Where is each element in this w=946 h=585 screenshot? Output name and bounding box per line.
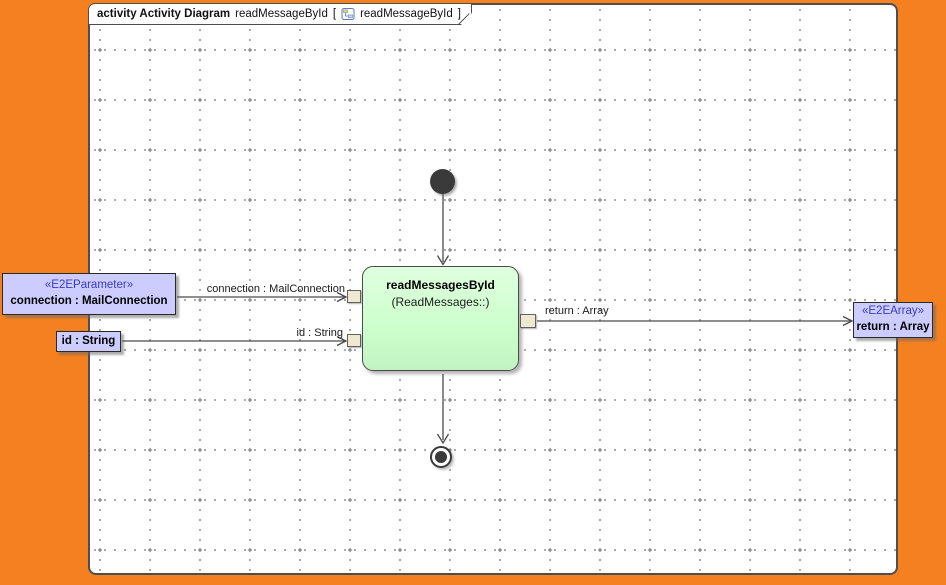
diagram-frame-header[interactable]: activity Activity Diagram readMessageByI… [88,3,472,25]
edge-label-return[interactable]: return : Array [545,305,609,317]
bracket-close: ] [457,8,461,20]
output-pin-return[interactable] [520,314,536,328]
activity-diagram-icon [341,7,355,21]
edge-label-id[interactable]: id : String [296,327,343,339]
action-name: readMessagesById [386,278,495,292]
activity-final-node[interactable] [430,446,452,468]
parameter-name: id : String [61,334,116,347]
result-node-return[interactable]: «E2EArray» return : Array [853,302,933,338]
stereotype-label: «E2EArray» [861,305,924,318]
initial-node[interactable] [430,169,455,194]
parameter-node-id[interactable]: id : String [56,331,121,352]
input-pin-connection[interactable] [347,290,361,303]
input-pin-id[interactable] [347,334,361,347]
diagram-context-name: readMessageById [360,8,453,20]
diagram-kind-label: activity Activity Diagram [97,8,231,20]
diagram-name: readMessageById [235,8,328,20]
result-name: return : Array [856,321,930,333]
action-behavior: (ReadMessages::) [391,295,490,309]
final-node-dot [435,451,447,463]
bracket-open: [ [332,8,337,20]
edge-label-connection[interactable]: connection : MailConnection [206,283,345,295]
call-behavior-action[interactable]: readMessagesById (ReadMessages::) [362,266,519,371]
parameter-node-connection[interactable]: «E2EParameter» connection : MailConnecti… [2,273,176,315]
stereotype-label: «E2EParameter» [44,279,134,292]
parameter-name: connection : MailConnection [10,295,168,307]
